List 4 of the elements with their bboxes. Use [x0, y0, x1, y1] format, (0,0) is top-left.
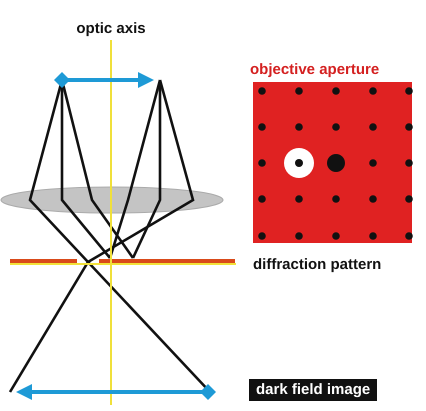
aperture-label: objective aperture — [250, 61, 380, 79]
pattern-label: diffraction pattern — [253, 256, 382, 274]
caption-box: dark field image — [249, 379, 378, 401]
axis-label: optic axis — [76, 20, 146, 38]
